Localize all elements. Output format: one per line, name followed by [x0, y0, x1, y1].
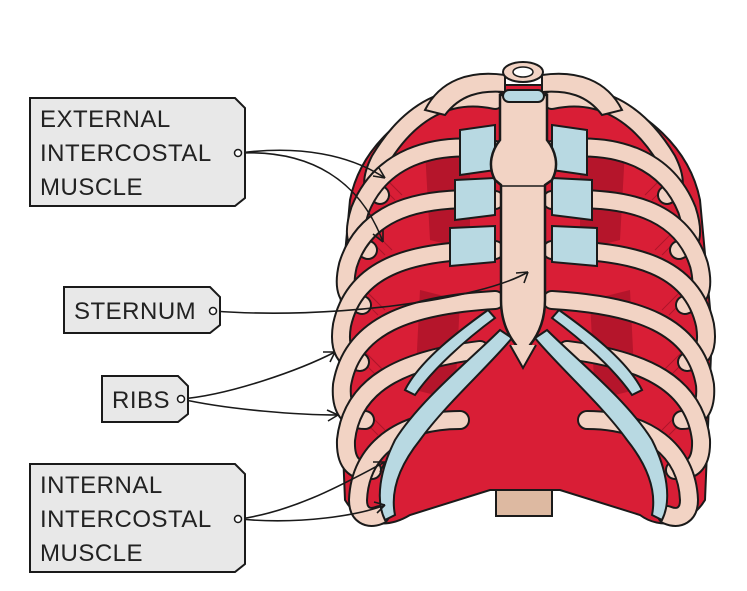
label-internal-line1: INTERNAL [40, 472, 163, 499]
label-external-line2: INTERCOSTAL [40, 140, 212, 167]
label-external-line3: MUSCLE [40, 174, 143, 201]
manubrium-band [502, 89, 545, 103]
label-ribs-text: RIBS [112, 387, 170, 414]
label-internal-intercostal: INTERNAL INTERCOSTAL MUSCLE [29, 463, 246, 573]
label-ribs: RIBS [101, 375, 189, 423]
label-external-intercostal: EXTERNAL INTERCOSTAL MUSCLE [29, 97, 246, 207]
ribs-left [331, 87, 505, 527]
ribs-right [542, 87, 716, 527]
sternum [489, 93, 558, 371]
pointer-lines [180, 149, 529, 522]
label-sternum: STERNUM [63, 286, 221, 334]
label-external-line1: EXTERNAL [40, 106, 171, 133]
label-internal-line3: MUSCLE [40, 540, 143, 567]
first-ribs [423, 61, 624, 117]
label-internal-line2: INTERCOSTAL [40, 506, 212, 533]
label-sternum-text: STERNUM [74, 298, 196, 325]
costal-cartilage [378, 123, 669, 522]
